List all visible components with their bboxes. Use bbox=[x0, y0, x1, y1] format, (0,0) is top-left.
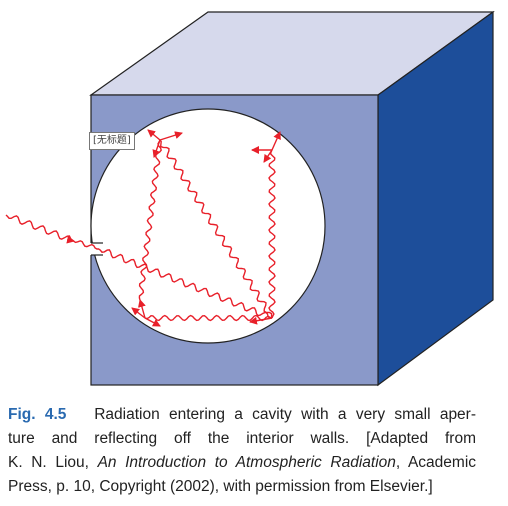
cavity-circle bbox=[90, 108, 326, 344]
reflect-arrow-ul-1 bbox=[159, 131, 183, 141]
caption-publisher: , Academic bbox=[395, 454, 477, 471]
reflect-arrow-ur-3 bbox=[263, 149, 273, 163]
incoming-ray-tail bbox=[71, 239, 99, 250]
caption-line-3: K. N. Liou, An Introduction to Atmospher… bbox=[8, 451, 476, 475]
caption-line-1: Fig. 4.5 Radiation entering a cavity wit… bbox=[8, 403, 476, 427]
radiation-rays bbox=[5, 129, 281, 327]
caption-book-title: An Introduction to Atmospheric Radiation bbox=[97, 454, 396, 471]
caption-line-2: ture and reflecting off the interior wal… bbox=[8, 430, 476, 447]
reflect-arrow-ll-1 bbox=[131, 307, 146, 319]
ray-to-upper-left bbox=[159, 139, 273, 319]
ray-to-reflection-point bbox=[98, 248, 273, 319]
reflect-arrow-bottom bbox=[249, 316, 273, 325]
incoming-ray bbox=[5, 214, 75, 244]
figure-caption: Fig. 4.5 Radiation entering a cavity wit… bbox=[8, 403, 476, 499]
ray-upper-left-down bbox=[138, 139, 162, 301]
untitled-tooltip: [无标题] bbox=[89, 132, 135, 150]
figure-label: Fig. 4.5 bbox=[8, 406, 67, 423]
reflect-arrow-ll-2 bbox=[144, 317, 161, 327]
reflect-arrow-ul-2 bbox=[147, 129, 161, 141]
caption-author: K. N. Liou, bbox=[8, 454, 98, 471]
caption-text-1: Radiation entering a cavity with a very … bbox=[94, 406, 477, 423]
reflect-arrow-ul-3 bbox=[152, 139, 161, 158]
reflect-arrow-ll-3 bbox=[138, 299, 146, 319]
reflect-arrow-ur-2 bbox=[271, 131, 281, 151]
cavity-figure bbox=[5, 10, 495, 387]
ray-to-upper-right bbox=[268, 149, 276, 319]
caption-line-4: Press, p. 10, Copyright (2002), with per… bbox=[8, 478, 433, 495]
